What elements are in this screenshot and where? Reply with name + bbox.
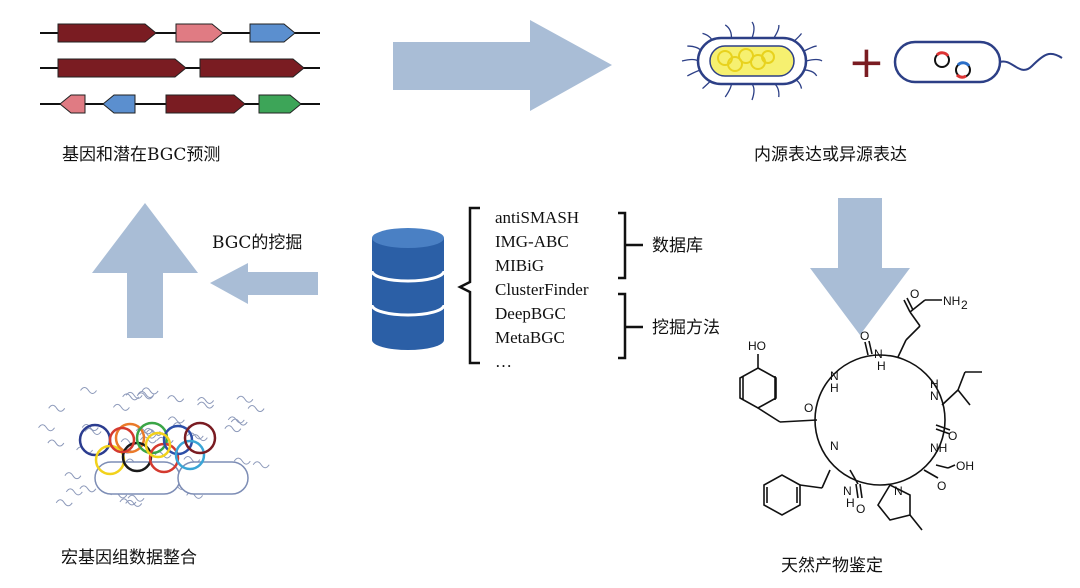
tool-item: ClusterFinder [495,280,589,299]
arrow-up-to-gene-prediction [92,203,198,338]
svg-text:H: H [930,377,939,391]
svg-text:HO: HO [748,339,766,353]
svg-text:O: O [910,287,919,301]
svg-text:N: N [830,439,839,453]
host-bacterium-icon [895,42,1062,82]
tool-item: … [495,352,512,371]
svg-text:NH: NH [943,294,960,308]
svg-text:O: O [860,329,869,343]
svg-text:O: O [804,401,813,415]
tool-item: IMG-ABC [495,232,569,251]
svg-text:H: H [846,496,855,510]
bacterium-with-gene-cluster-icon [682,22,822,100]
svg-text:NH: NH [930,441,947,455]
svg-text:OH: OH [956,459,974,473]
svg-text:N: N [894,484,903,498]
expression-label: 内源表达或异源表达 [754,145,907,165]
metagenome-graphic [39,388,270,507]
svg-text:H: H [877,359,886,373]
svg-text:H: H [830,381,839,395]
svg-text:N: N [930,389,939,403]
arrow-bgc-mining [210,263,318,304]
svg-text:O: O [948,429,957,443]
database-group-label: 数据库 [652,236,703,256]
gene-cluster-graphic [40,24,320,113]
bgc-mining-label: BGC的挖掘 [212,233,302,253]
mining-methods-group-label: 挖掘方法 [652,318,720,338]
tool-item: MIBiG [495,256,544,275]
mining-methods-group-bracket [618,294,643,358]
tool-item: MetaBGC [495,328,565,347]
gene-prediction-label: 基因和潜在BGC预测 [62,145,220,165]
svg-text:O: O [937,479,946,493]
arrow-to-expression [393,20,612,111]
database-group-bracket [618,213,643,278]
svg-text:2: 2 [961,298,968,312]
arrow-to-natural-product [810,198,910,335]
tool-item: DeepBGC [495,304,566,323]
svg-text:O: O [856,502,865,516]
natural-product-label: 天然产物鉴定 [781,556,883,576]
tool-list: antiSMASH IMG-ABC MIBiG ClusterFinderDeepBG… [495,208,589,371]
tool-list-bracket [460,208,480,363]
plus-sign: + [848,37,885,88]
tool-item: antiSMASH [495,208,579,227]
database-icon [372,228,444,350]
metagenome-label: 宏基因组数据整合 [61,548,197,568]
